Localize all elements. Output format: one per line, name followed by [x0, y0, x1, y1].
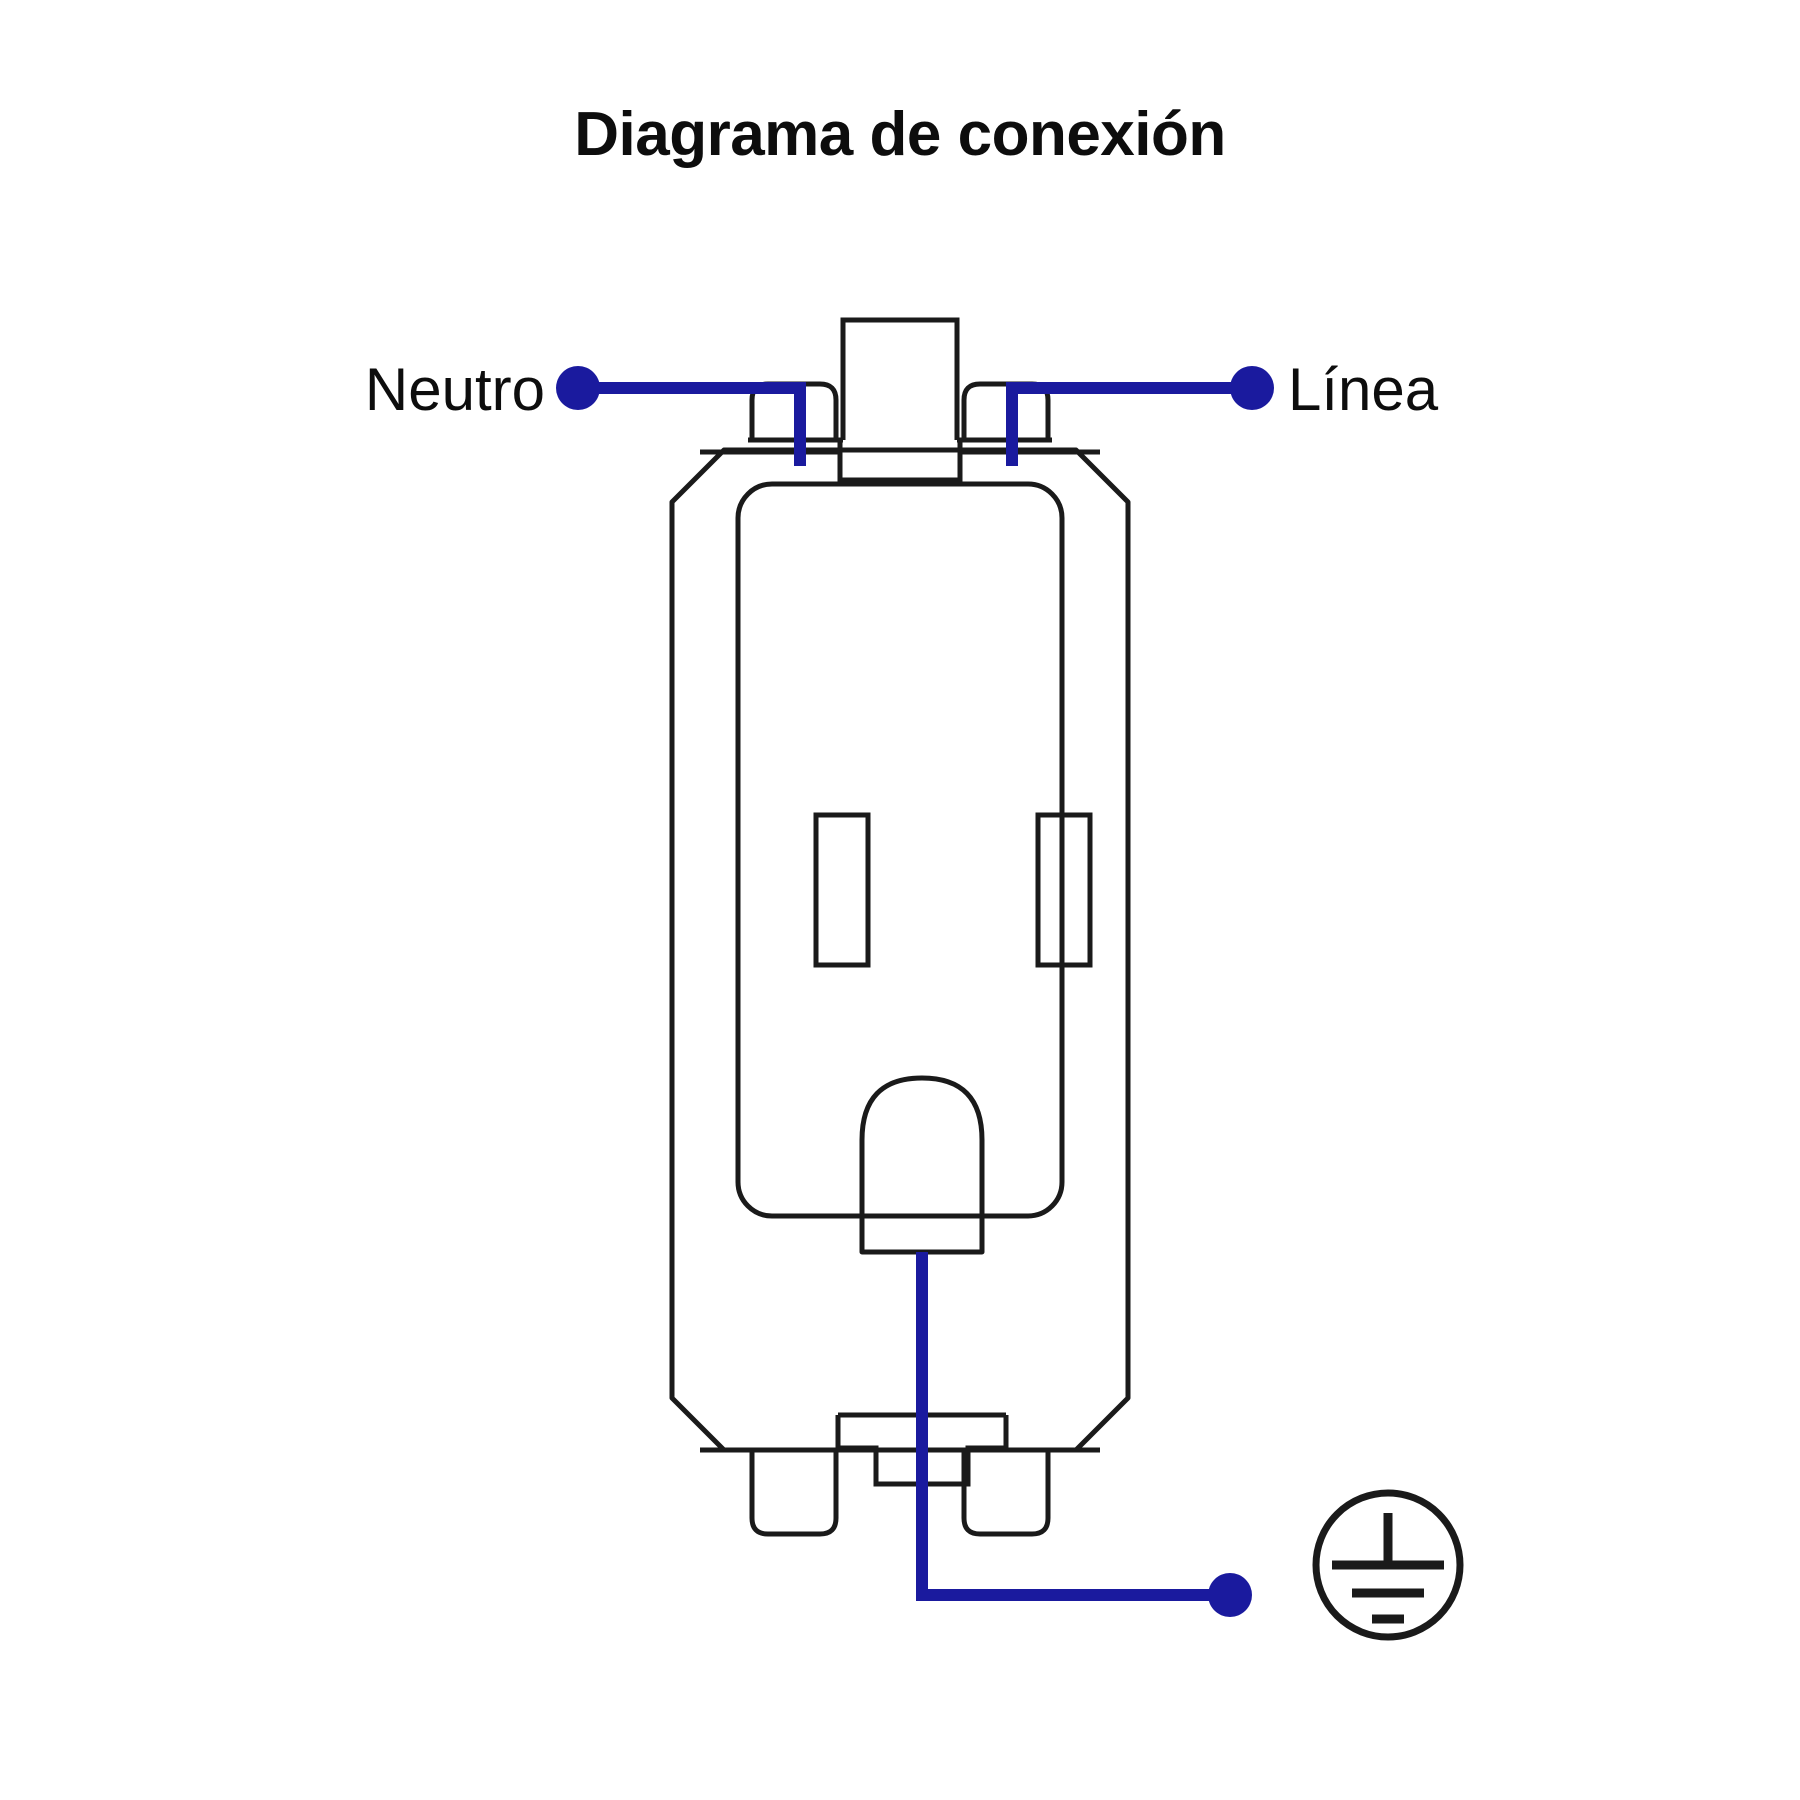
neutral-blade-slot: [813, 812, 871, 968]
bottom-left-terminal-tab: [749, 1447, 839, 1537]
bottom-left-terminal-outline: [749, 1447, 839, 1537]
neutral-label: Neutro: [365, 356, 545, 423]
ground-wire: [916, 1252, 1230, 1601]
ground-pin-slot: [859, 1075, 985, 1255]
bottom-right-terminal-tab: [961, 1447, 1051, 1537]
page-title: Diagrama de conexión: [574, 100, 1226, 169]
line-wire: [1006, 382, 1252, 466]
neutral-wire: [578, 382, 806, 466]
neutral-terminal-dot[interactable]: [556, 366, 600, 410]
ground-earth-icon: [1312, 1489, 1464, 1641]
ground-terminal-dot[interactable]: [1208, 1573, 1252, 1617]
top-mounting-tab: [837, 317, 963, 483]
top-yoke-base: [837, 440, 963, 483]
line-terminal-dot[interactable]: [1230, 366, 1274, 410]
top-yoke-strap: [840, 317, 960, 440]
ground-icon-circle: [1312, 1489, 1464, 1641]
outlet-face-plate: [735, 481, 1065, 1219]
line-label: Línea: [1288, 356, 1439, 423]
outlet-body: [669, 447, 1131, 1453]
line-blade-slot: [1035, 812, 1093, 968]
bottom-right-terminal-outline: [961, 1447, 1051, 1537]
